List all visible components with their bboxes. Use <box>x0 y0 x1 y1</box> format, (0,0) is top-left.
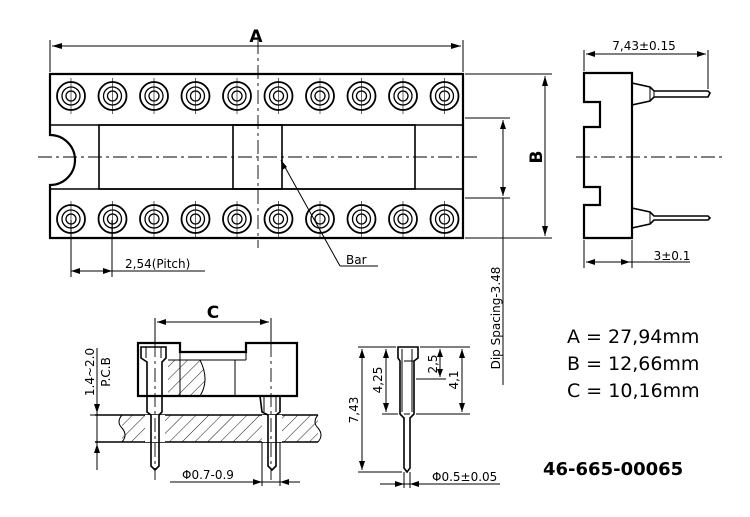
side-pin-lower <box>631 207 712 229</box>
part-number: 46-665-00065 <box>543 459 683 480</box>
spec-c: C = 10,16mm <box>567 380 700 402</box>
bottom-row-contacts <box>56 201 460 237</box>
dim-b-label: B <box>527 151 547 164</box>
bottom-contact <box>139 201 169 237</box>
pin-height-total-label: 7,43 <box>347 397 361 424</box>
top-view: A B Dip Spacing-3.48 2,54(Pitch) Bar <box>38 27 552 385</box>
side-pin-upper <box>631 82 711 106</box>
side-pin-offset-label: 3±0.1 <box>654 249 691 263</box>
bottom-contact <box>222 201 252 237</box>
top-contact <box>139 78 169 114</box>
pin-outline <box>397 346 419 474</box>
pcb-label: P.C.B <box>99 357 113 387</box>
pin-dia-label: Φ0.5±0.05 <box>432 470 497 484</box>
top-contact <box>56 78 86 114</box>
bottom-contact <box>305 201 335 237</box>
top-contact <box>97 78 128 114</box>
hole-dia-label: Φ0.7-0.9 <box>182 468 234 482</box>
bottom-contact <box>263 201 294 237</box>
top-contact <box>222 78 252 114</box>
pin-4-1-label: 4,1 <box>447 370 461 389</box>
top-contact <box>305 78 335 114</box>
spec-a: A = 27,94mm <box>567 326 699 348</box>
cross-section: C 1.4~2.0 P.C.B Φ0.7-0.9 <box>83 303 322 486</box>
top-row-contacts <box>56 78 460 114</box>
pin-detail: 7,43 4,25 2,5 4,1 Φ0.5±0.05 <box>347 346 500 488</box>
pcb-range-label: 1.4~2.0 <box>83 348 97 396</box>
pcb-board <box>95 414 322 443</box>
spec-b: B = 12,66mm <box>567 353 699 375</box>
section-pin-left <box>140 346 167 472</box>
top-contact <box>180 78 211 114</box>
pin-2-5-label: 2,5 <box>426 354 440 373</box>
section-pin-right <box>259 395 281 472</box>
dim-a-label: A <box>249 27 263 47</box>
pitch-label: 2,54(Pitch) <box>125 257 190 271</box>
side-view: 7,43±0.15 3±0.1 <box>576 39 722 268</box>
bottom-contact <box>388 201 418 237</box>
socket-outline <box>48 72 465 240</box>
top-contact <box>388 78 418 114</box>
dim-c-label: C <box>207 303 219 323</box>
top-contact <box>346 78 377 114</box>
pin-4-25-label: 4,25 <box>371 367 385 394</box>
top-contact <box>263 78 294 114</box>
bottom-contact <box>429 201 460 237</box>
side-body <box>582 71 634 240</box>
top-contact <box>429 78 460 114</box>
spec-list: A = 27,94mm B = 12,66mm C = 10,16mm <box>567 326 700 402</box>
dip-spacing-label: Dip Spacing-3.48 <box>489 267 503 370</box>
bottom-contact <box>180 201 211 237</box>
bottom-contact <box>346 201 377 237</box>
side-width-label: 7,43±0.15 <box>612 39 676 53</box>
socket-section <box>136 341 299 398</box>
bar-label: Bar <box>346 253 367 267</box>
